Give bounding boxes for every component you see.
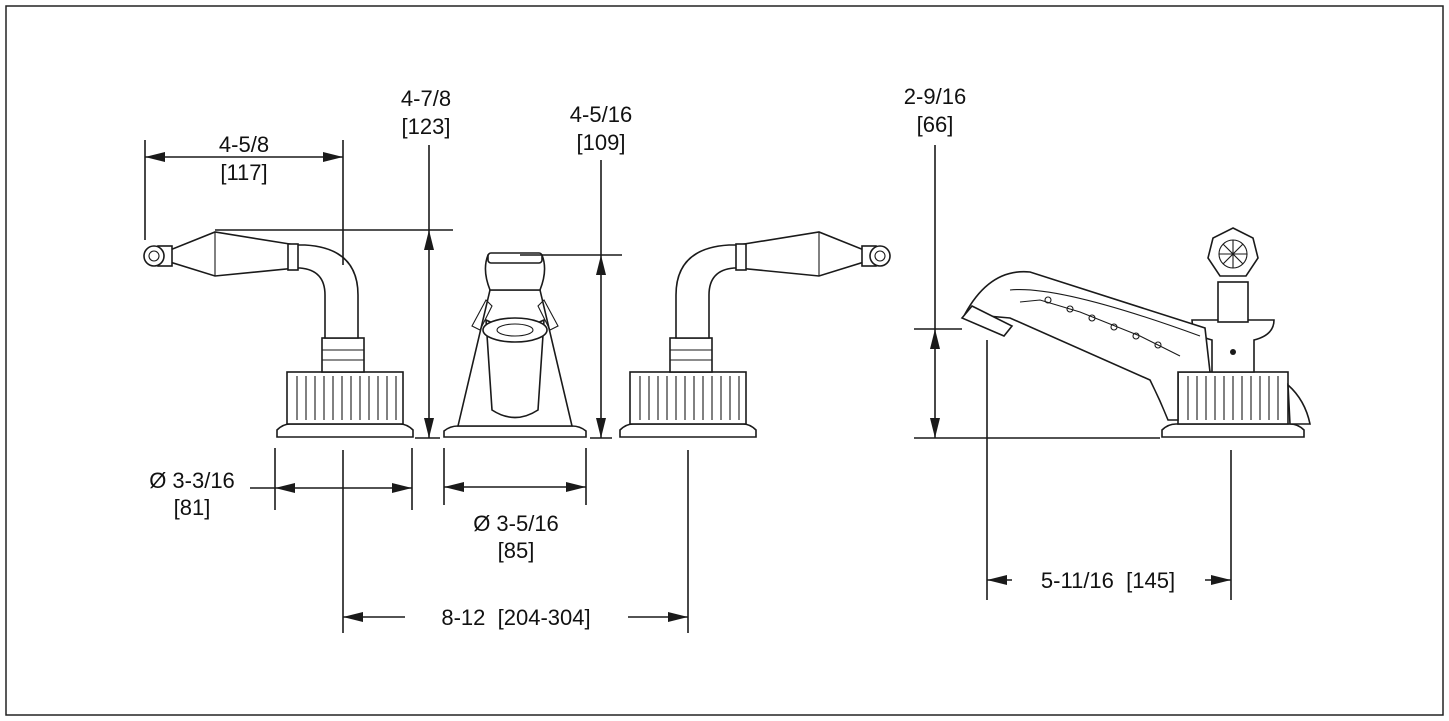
dimension-lines (144, 140, 1232, 633)
spout-drawing (443, 252, 587, 438)
sheet-border (5, 5, 1444, 716)
dimension-labels: 4-5/8 [117] 4-7/8 [123] 4-5/16 [109] 2-9… (149, 84, 1175, 630)
center-spread-label: 8-12 [204-304] (441, 605, 590, 630)
right-handle-drawing (619, 231, 891, 438)
spout-base-diameter-metric: [85] (498, 538, 535, 563)
handshower-drawing (960, 227, 1311, 438)
handle-reach-imperial: 4-5/8 (219, 132, 269, 157)
left-handle-drawing (143, 231, 414, 438)
handle-base-diameter-imperial: Ø 3-3/16 (149, 468, 235, 493)
handle-height-imperial: 4-7/8 (401, 86, 451, 111)
spout-height-imperial: 4-5/16 (570, 102, 632, 127)
handshower-height-imperial: 2-9/16 (904, 84, 966, 109)
handle-height-metric: [123] (402, 114, 451, 139)
handle-reach-metric: [117] (220, 160, 267, 185)
handle-base-diameter-metric: [81] (174, 495, 211, 520)
handshower-height-metric: [66] (917, 112, 954, 137)
spout-height-metric: [109] (577, 130, 626, 155)
spout-base-diameter-imperial: Ø 3-5/16 (473, 511, 559, 536)
handshower-spread-label: 5-11/16 [145] (1041, 568, 1175, 593)
